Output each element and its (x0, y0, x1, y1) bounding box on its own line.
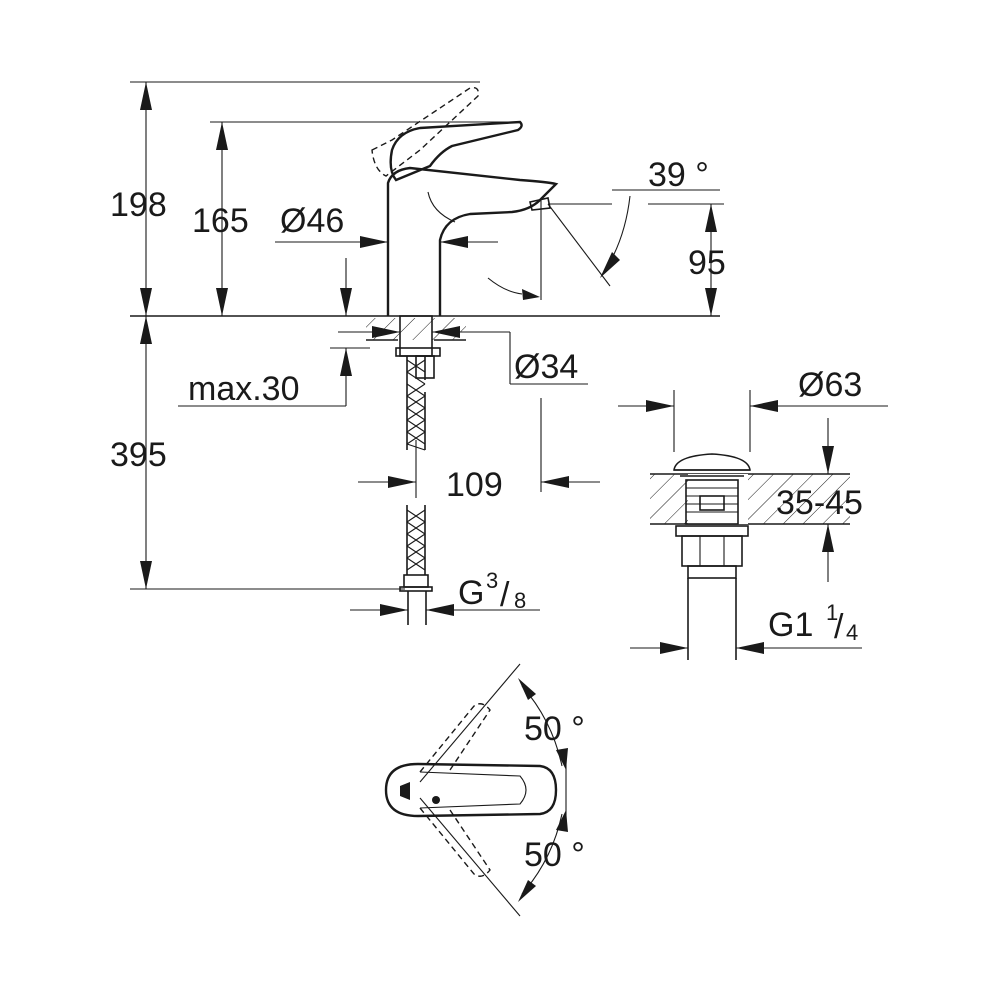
hose-thread-slash: / (500, 576, 510, 614)
waste-thread-denominator: 4 (846, 620, 858, 645)
hose-thread-label: G (458, 574, 484, 612)
dimension-lines (130, 81, 724, 616)
waste-diameter-label: Ø63 (798, 366, 862, 404)
waste-thread-slash: / (834, 608, 844, 646)
rotation-left-label: 50 ° (524, 710, 585, 748)
tilt-angle-label: 39 ° (648, 156, 709, 194)
waste-thread-numerator: 1 (826, 600, 838, 625)
spout-reach-label: 109 (446, 466, 503, 504)
hose-thread-numerator: 3 (486, 568, 498, 593)
waste-thread-label: G1 (768, 606, 813, 644)
max-thickness-label: max.30 (188, 370, 300, 408)
faucet-top-view (384, 663, 568, 917)
hose-thread-denominator: 8 (514, 588, 526, 613)
body-diameter-label: Ø46 (280, 202, 344, 240)
rotation-right-label: 50 ° (524, 836, 585, 874)
mounting-assembly (366, 315, 466, 625)
waste-valve (618, 390, 888, 660)
total-height-label: 198 (110, 186, 167, 224)
spout-height-label: 165 (192, 202, 249, 240)
basin-thickness-label: 35-45 (776, 484, 863, 522)
below-length-label: 395 (110, 436, 167, 474)
hole-diameter-label: Ø34 (514, 348, 578, 386)
spout-rise-label: 95 (688, 244, 726, 282)
